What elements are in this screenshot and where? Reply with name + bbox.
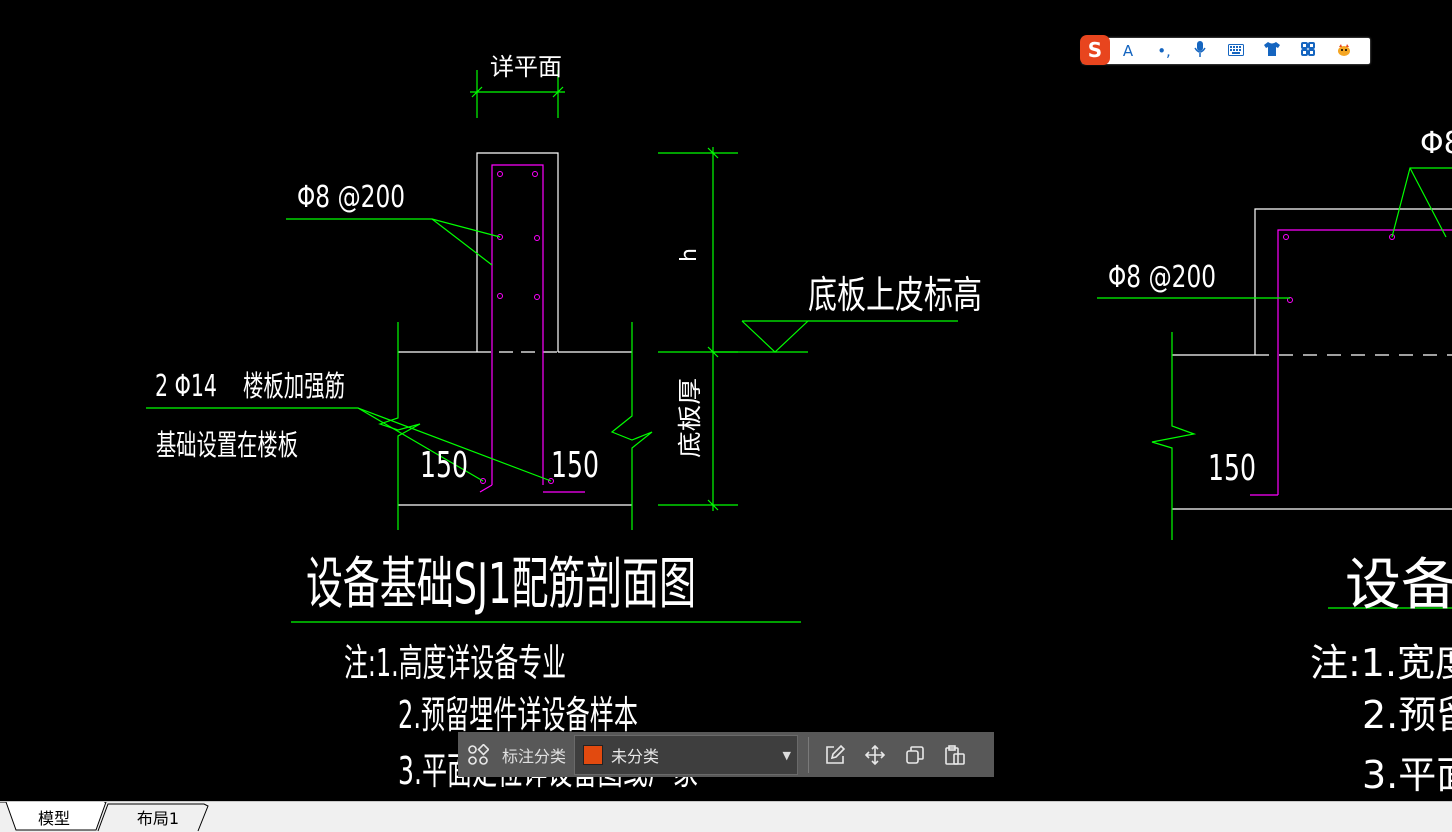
apps-grid-icon <box>468 743 489 765</box>
microphone-icon[interactable] <box>1182 41 1218 61</box>
move-button[interactable] <box>855 735 895 775</box>
category-select[interactable]: 未分类 ▼ <box>574 734 799 775</box>
cad-canvas[interactable]: 详平面 Φ8 @200 2 Φ14 楼板加强筋 基础设置在楼板 150 150 … <box>0 0 1452 801</box>
rebar-label: Φ8 @200 <box>297 180 405 215</box>
drawing-title: 设备基础SJ1配筋剖面图 <box>306 552 696 617</box>
rebar2-label: 2 Φ14 <box>155 369 217 404</box>
tab-model[interactable]: 模型 <box>37 809 70 828</box>
right-rebar-label: Φ8 @200 <box>1108 260 1216 295</box>
edit-button[interactable] <box>815 735 855 775</box>
tab-layout1[interactable]: 布局1 <box>136 809 180 828</box>
edit-icon <box>826 744 846 764</box>
apps-icon[interactable] <box>1290 42 1326 60</box>
punctuation-icon[interactable]: •, <box>1157 42 1171 60</box>
grid-apps-button[interactable] <box>458 735 498 775</box>
note-1: 注:1.高度详设备专业 <box>344 641 566 685</box>
right-dim-150: 150 <box>1208 448 1256 489</box>
chevron-down-icon: ▼ <box>782 748 792 762</box>
dim-top-label: 详平面 <box>490 53 562 81</box>
right-note-3: 3.平面定 <box>1362 753 1452 797</box>
dim-150-left: 150 <box>420 445 468 486</box>
category-color-swatch <box>583 744 604 765</box>
right-note-2: 2.预留埋 <box>1362 693 1452 737</box>
sogou-logo-icon[interactable]: S <box>1080 35 1110 65</box>
elev-label: 底板上皮标高 <box>808 273 982 317</box>
skin-icon[interactable] <box>1254 42 1290 60</box>
rebar2-note: 楼板加强筋 <box>243 369 345 403</box>
right-title: 设备基 <box>1345 553 1452 618</box>
category-label: 标注分类 <box>502 746 567 766</box>
layout-tabs: 模型 布局1 <box>0 801 1452 832</box>
right-detail: Φ8 Φ8 @200 150 设备基 注:1.宽度详平 2.预留埋 3.平面定 <box>1097 126 1452 797</box>
right-rebar-top: Φ8 <box>1420 126 1452 161</box>
paste-icon <box>945 744 965 765</box>
font-icon[interactable]: A <box>1122 42 1134 60</box>
move-icon <box>864 744 886 765</box>
paste-button[interactable] <box>935 735 975 775</box>
dim-slab-label: 底板厚 <box>676 378 704 458</box>
mascot-icon[interactable] <box>1326 42 1362 60</box>
dim-h-label: h <box>677 248 702 262</box>
note-2: 2.预留埋件详设备样本 <box>398 693 638 737</box>
left-detail: 详平面 Φ8 @200 2 Φ14 楼板加强筋 基础设置在楼板 150 150 … <box>146 53 982 793</box>
copy-button[interactable] <box>895 735 935 775</box>
annotation-toolbar: 标注分类 未分类 ▼ <box>458 732 994 777</box>
ime-toolbar[interactable]: S A •, <box>1080 35 1370 65</box>
tab-shapes <box>0 802 209 832</box>
category-selected-value: 未分类 <box>611 746 660 766</box>
copy-icon <box>906 745 924 764</box>
right-note-1: 注:1.宽度详平 <box>1310 641 1452 685</box>
foundation-note: 基础设置在楼板 <box>156 428 298 462</box>
dim-150-right: 150 <box>551 445 599 486</box>
toolbar-divider <box>808 736 810 773</box>
keyboard-icon[interactable] <box>1218 42 1254 60</box>
